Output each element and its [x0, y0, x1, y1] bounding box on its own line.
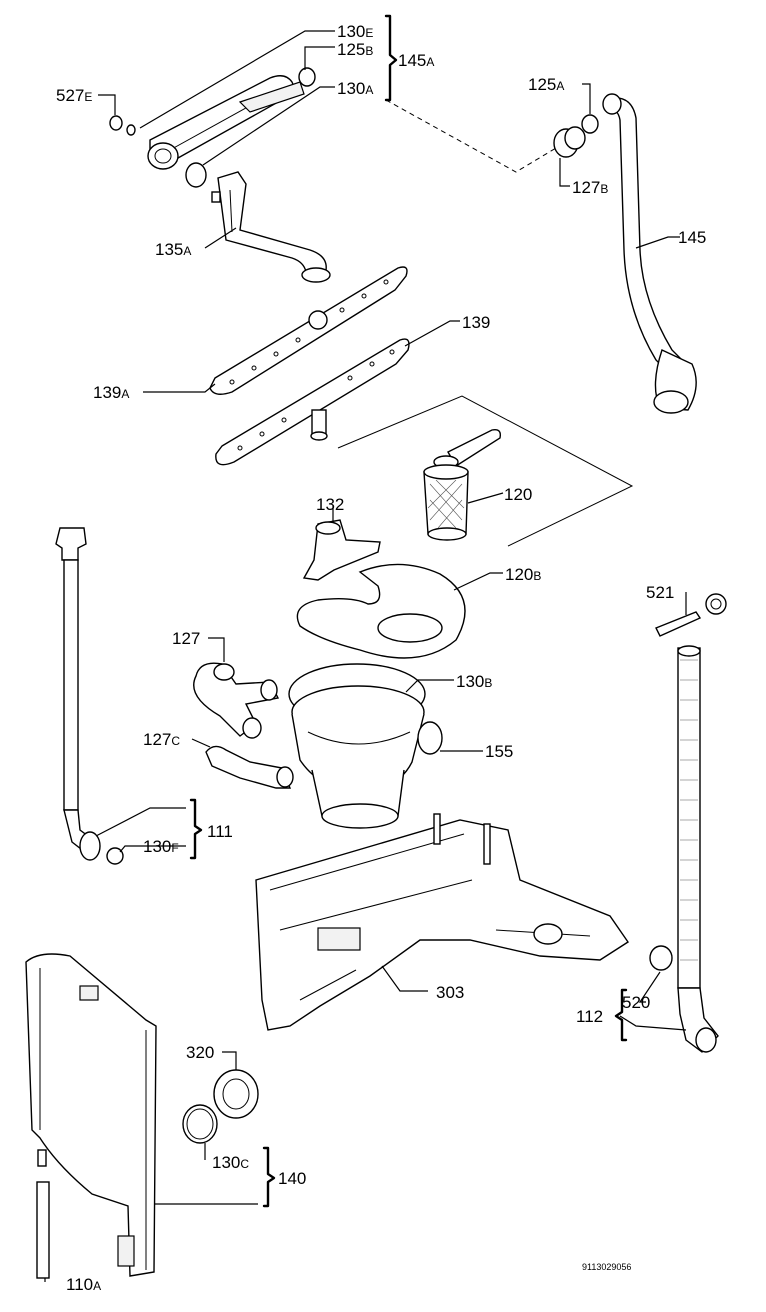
- label-127: 127: [172, 629, 200, 648]
- connector-127b: [553, 126, 586, 158]
- part-132: [302, 519, 381, 581]
- o-ring-125a: [581, 114, 599, 134]
- label-139a: 139A: [93, 383, 129, 402]
- filter-outline-frame: [337, 395, 634, 547]
- label-140: 140: [278, 1169, 306, 1188]
- label-527e: 527E: [56, 86, 92, 105]
- pin-110a: [36, 1181, 50, 1279]
- brace-145a: [384, 14, 398, 102]
- clip-520: [649, 945, 673, 971]
- brace-112: [614, 988, 628, 1042]
- upper-spray-arm-139a: [209, 266, 408, 395]
- spray-pipe-135a: [211, 171, 331, 283]
- bracket-braces: [189, 14, 628, 1208]
- label-127c: 127C: [143, 730, 180, 749]
- drain-hose-112: [677, 645, 719, 1053]
- filter-120: [423, 428, 502, 541]
- leader-lines: [44, 30, 687, 1282]
- label-111: 111: [207, 822, 233, 841]
- o-ring-130c: [182, 1104, 218, 1144]
- brace-111: [189, 798, 203, 860]
- base-frame-303: [255, 813, 629, 1031]
- tie-521: [655, 593, 727, 637]
- lower-spray-arm-139: [215, 338, 410, 466]
- label-320: 320: [186, 1043, 214, 1062]
- o-ring-130a: [185, 162, 207, 188]
- sump-155: [291, 685, 443, 829]
- hose-145: [602, 93, 697, 414]
- label-139: 139: [462, 313, 490, 332]
- nut-527e: [109, 115, 136, 136]
- label-132: 132: [316, 495, 344, 514]
- label-112: 112: [576, 1007, 603, 1026]
- assembly-dashed-line: [385, 99, 557, 173]
- document-number: 9113029056: [582, 1262, 631, 1272]
- label-145: 145: [678, 228, 706, 247]
- label-110a: 110A: [66, 1275, 101, 1294]
- label-130e: 130E: [337, 22, 373, 41]
- label-520: 520: [622, 993, 650, 1012]
- brace-140: [262, 1146, 276, 1208]
- side-panel-140: [25, 953, 157, 1277]
- label-130f: 130F: [143, 837, 179, 856]
- label-135a: 135A: [155, 240, 191, 259]
- label-155: 155: [485, 742, 513, 761]
- label-130a: 130A: [337, 79, 373, 98]
- label-145a: 145A: [398, 51, 434, 70]
- seal-320: [213, 1069, 259, 1119]
- filter-plate-120b: [296, 563, 466, 659]
- upper-spray-arm: [147, 67, 316, 170]
- washer-130f: [106, 847, 124, 865]
- label-120b: 120B: [505, 565, 541, 584]
- label-120: 120: [504, 485, 532, 504]
- label-127b: 127B: [572, 178, 608, 197]
- inlet-hose-111: [55, 527, 101, 861]
- hose-127c: [205, 745, 294, 789]
- label-130b: 130B: [456, 672, 492, 691]
- label-130c: 130C: [212, 1153, 249, 1172]
- label-521: 521: [646, 583, 674, 602]
- label-125a: 125A: [528, 75, 564, 94]
- label-303: 303: [436, 983, 464, 1002]
- label-125b: 125B: [337, 40, 373, 59]
- hose-127: [193, 662, 280, 739]
